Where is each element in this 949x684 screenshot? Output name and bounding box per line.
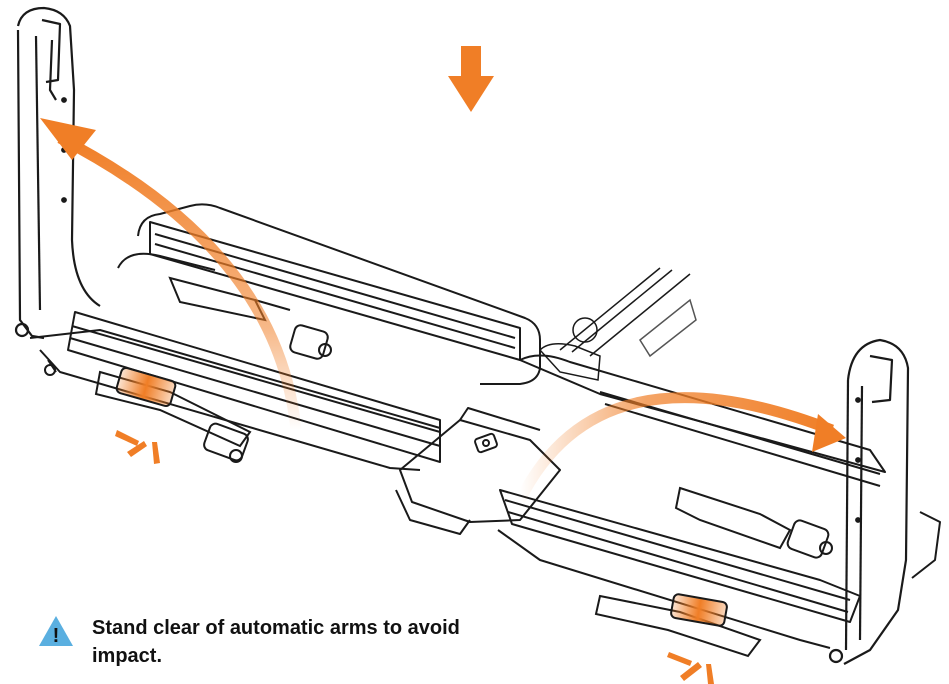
right-arm-rotation-arrow [515,392,834,503]
bike-tray-right [497,354,941,649]
right-folding-arm [828,338,910,665]
impact-burst-icon-right [667,652,714,684]
warning-symbol: ! [53,625,60,647]
right-arm-arrowhead [812,414,846,452]
warning-notice: ! Stand clear of automatic arms to avoid… [38,614,472,670]
front-bike-tray-left [29,311,441,471]
left-arm-arrowhead [40,118,96,160]
center-hub [395,407,561,535]
warning-text: Stand clear of automatic arms to avoid i… [92,617,460,667]
hitch-mast [538,267,697,381]
left-folding-arm [14,6,101,340]
warning-triangle-icon: ! [39,616,73,647]
left-arm-rotation-arrow [57,133,302,431]
right-clamp-cylinder [670,593,728,627]
down-arrow-icon [448,46,494,112]
impact-burst-icon [115,430,160,464]
front-clamp-cylinder [115,366,177,408]
